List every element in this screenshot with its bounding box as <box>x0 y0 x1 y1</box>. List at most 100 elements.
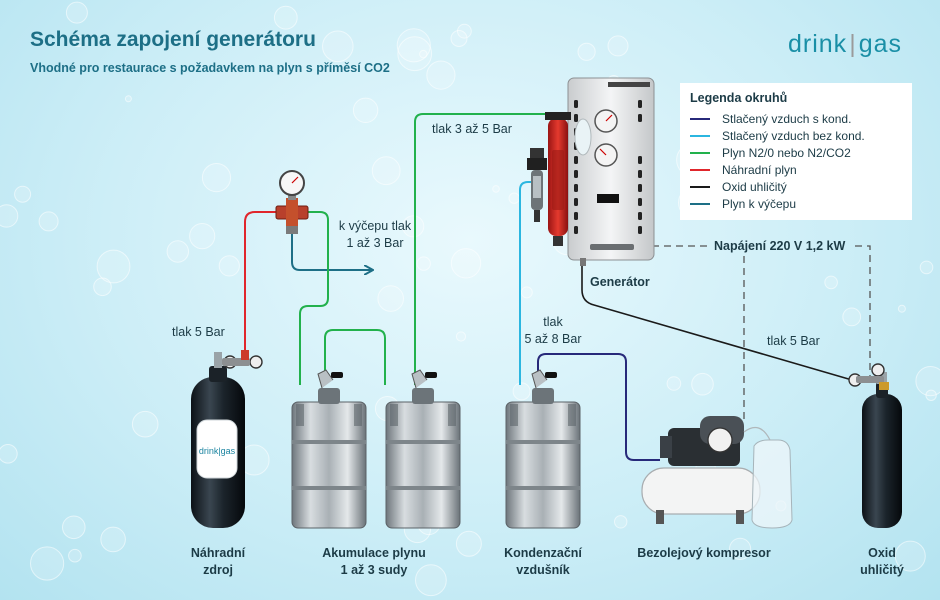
bubble <box>396 28 431 63</box>
bubble <box>512 382 531 401</box>
bubble <box>919 260 934 275</box>
bubble <box>93 277 112 297</box>
bubble <box>455 331 467 342</box>
bubble <box>824 275 838 290</box>
pressure-5-8-line1: tlak <box>543 315 563 329</box>
bubble <box>915 366 940 397</box>
bubble <box>71 34 85 48</box>
bubble <box>416 256 431 271</box>
legend-item: Plyn k výčepu <box>690 195 902 212</box>
legend-item: Oxid uhličitý <box>690 178 902 195</box>
bubble <box>322 30 354 63</box>
legend-item: Náhradní plyn <box>690 161 902 178</box>
bubble <box>218 255 240 277</box>
caption-co2-line2: uhličitý <box>860 563 904 577</box>
bubble <box>492 185 500 193</box>
keg-accumulation-2 <box>385 369 461 529</box>
pipe-dry-air <box>519 181 532 385</box>
legend-label: Oxid uhličitý <box>722 179 787 194</box>
bubble <box>520 286 533 299</box>
legend-swatch <box>690 185 710 188</box>
pressure-label-compressor: tlak 5 až 8 Bar <box>525 314 582 348</box>
bubble <box>65 1 88 24</box>
co2-cylinder <box>848 363 902 528</box>
pressure-label-co2: tlak 5 Bar <box>767 334 820 348</box>
bubble <box>201 163 232 193</box>
bubble <box>897 304 906 313</box>
caption-backup-line2: zdroj <box>203 563 233 577</box>
bubble <box>189 223 216 250</box>
caption-accum-line2: 1 až 3 sudy <box>340 563 408 577</box>
caption-co2: Oxid uhličitý <box>860 545 904 579</box>
bubble <box>352 97 379 124</box>
backup-cylinder: drink|gas <box>191 350 263 528</box>
bubble <box>96 249 131 284</box>
bubble <box>457 23 472 39</box>
bubble <box>38 211 59 232</box>
bubble <box>450 248 482 279</box>
bubble <box>419 49 428 59</box>
caption-condenser-line1: Kondenzační <box>504 546 582 560</box>
bubble <box>577 42 596 61</box>
bubble <box>131 410 159 438</box>
bubble <box>124 95 132 103</box>
pipe-generator-to-accumulation <box>414 113 572 385</box>
pipe-wet-air <box>537 353 660 461</box>
logo-text-left: drink <box>788 30 848 58</box>
page-title: Schéma zapojení generátoru <box>30 28 316 51</box>
bubble <box>371 156 401 186</box>
caption-backup-source: Náhradní zdroj <box>191 545 245 579</box>
keg-accumulation-1 <box>291 369 367 529</box>
to-tap-line1: k výčepu tlak <box>338 219 412 233</box>
generator-label: Generátor <box>590 275 650 289</box>
bubble <box>691 372 714 396</box>
bubble <box>166 240 190 263</box>
page-subtitle: Vhodné pro restaurace s požadavkem na pl… <box>30 61 390 75</box>
logo-separator: | <box>849 30 857 58</box>
logo-text-right: gas <box>858 30 902 58</box>
bubble <box>666 376 682 391</box>
pipe-regulator-to-accumulation <box>299 211 329 385</box>
bubble <box>894 540 926 572</box>
bubble <box>402 215 425 238</box>
legend-item: Plyn N2/0 nebo N2/CO2 <box>690 144 902 161</box>
pipe-to-tap <box>291 232 372 270</box>
pressure-regulator <box>275 170 309 234</box>
bubble <box>607 35 629 57</box>
generator-vents <box>574 100 642 234</box>
legend-label: Stlačený vzduch s kond. <box>722 111 852 126</box>
legend-items: Stlačený vzduch s kond.Stlačený vzduch b… <box>690 110 902 212</box>
caption-condenser: Kondenzační vzdušník <box>504 545 582 579</box>
bubble <box>415 564 447 597</box>
legend-swatch <box>690 168 710 171</box>
bubble <box>925 389 937 401</box>
bubble <box>426 60 456 90</box>
brand-logo: drink|gas <box>788 30 902 59</box>
keg-condenser <box>505 369 581 529</box>
bubble <box>450 30 468 47</box>
caption-co2-line1: Oxid <box>868 546 896 560</box>
power-supply-label: Napájení 220 V 1,2 kW <box>714 239 846 253</box>
pressure-5-8-line2: 5 až 8 Bar <box>524 332 582 346</box>
caption-accum-line1: Akumulace plynu <box>322 546 426 560</box>
caption-backup-line1: Náhradní <box>190 546 246 560</box>
bubble <box>842 307 862 327</box>
bubble <box>377 285 405 312</box>
generator-display <box>597 194 619 203</box>
legend-item: Stlačený vzduch bez kond. <box>690 127 902 144</box>
bubble <box>614 515 628 529</box>
bubble <box>62 515 86 540</box>
cylinder-brand-text: drink|gas <box>199 446 236 456</box>
pressure-label-backup: tlak 5 Bar <box>172 325 225 339</box>
bubble <box>68 548 82 563</box>
legend-item: Stlačený vzduch s kond. <box>690 110 902 127</box>
bubble <box>273 5 298 30</box>
pipe-co2 <box>581 262 853 381</box>
bubble <box>100 526 126 553</box>
bubble <box>455 530 482 557</box>
pipe-keg-link <box>324 329 386 385</box>
bubble <box>14 185 32 203</box>
bubble <box>729 537 752 561</box>
to-tap-line2: 1 až 3 Bar <box>346 236 404 250</box>
